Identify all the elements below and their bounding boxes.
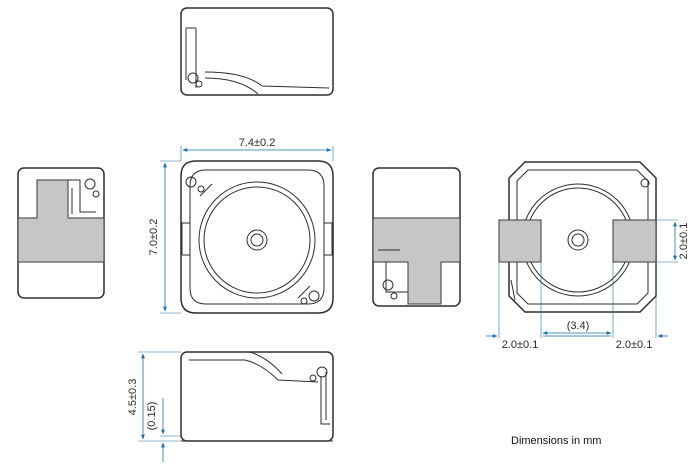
terminal-right-label: 2.0±0.1	[616, 339, 653, 351]
right-side-view	[372, 167, 461, 307]
length-label: 7.0±0.2	[148, 219, 160, 256]
standoff-label: (0.15)	[146, 402, 158, 431]
bottom-view	[498, 161, 657, 313]
width-label: 7.4±0.2	[239, 137, 276, 149]
dimension-terminal-width: 2.0±0.1	[656, 219, 690, 263]
units-note: Dimensions in mm	[511, 435, 601, 447]
dimension-width: 7.4±0.2	[180, 137, 334, 161]
height-label: 4.5±0.3	[127, 379, 139, 416]
dimension-length: 7.0±0.2	[148, 160, 181, 314]
top-view	[180, 7, 334, 96]
left-side-view	[17, 167, 105, 299]
dimension-height: 4.5±0.3	[127, 351, 181, 442]
dimension-terminals-horizontal: (3.4) 2.0±0.1 2.0±0.1	[486, 262, 668, 351]
terminal-left-label: 2.0±0.1	[502, 339, 539, 351]
elevation-view	[180, 351, 334, 442]
terminal-width-label: 2.0±0.1	[678, 223, 690, 260]
terminal-gap-label: (3.4)	[567, 320, 590, 332]
dimension-standoff: (0.15)	[146, 398, 181, 462]
front-view	[180, 160, 334, 314]
